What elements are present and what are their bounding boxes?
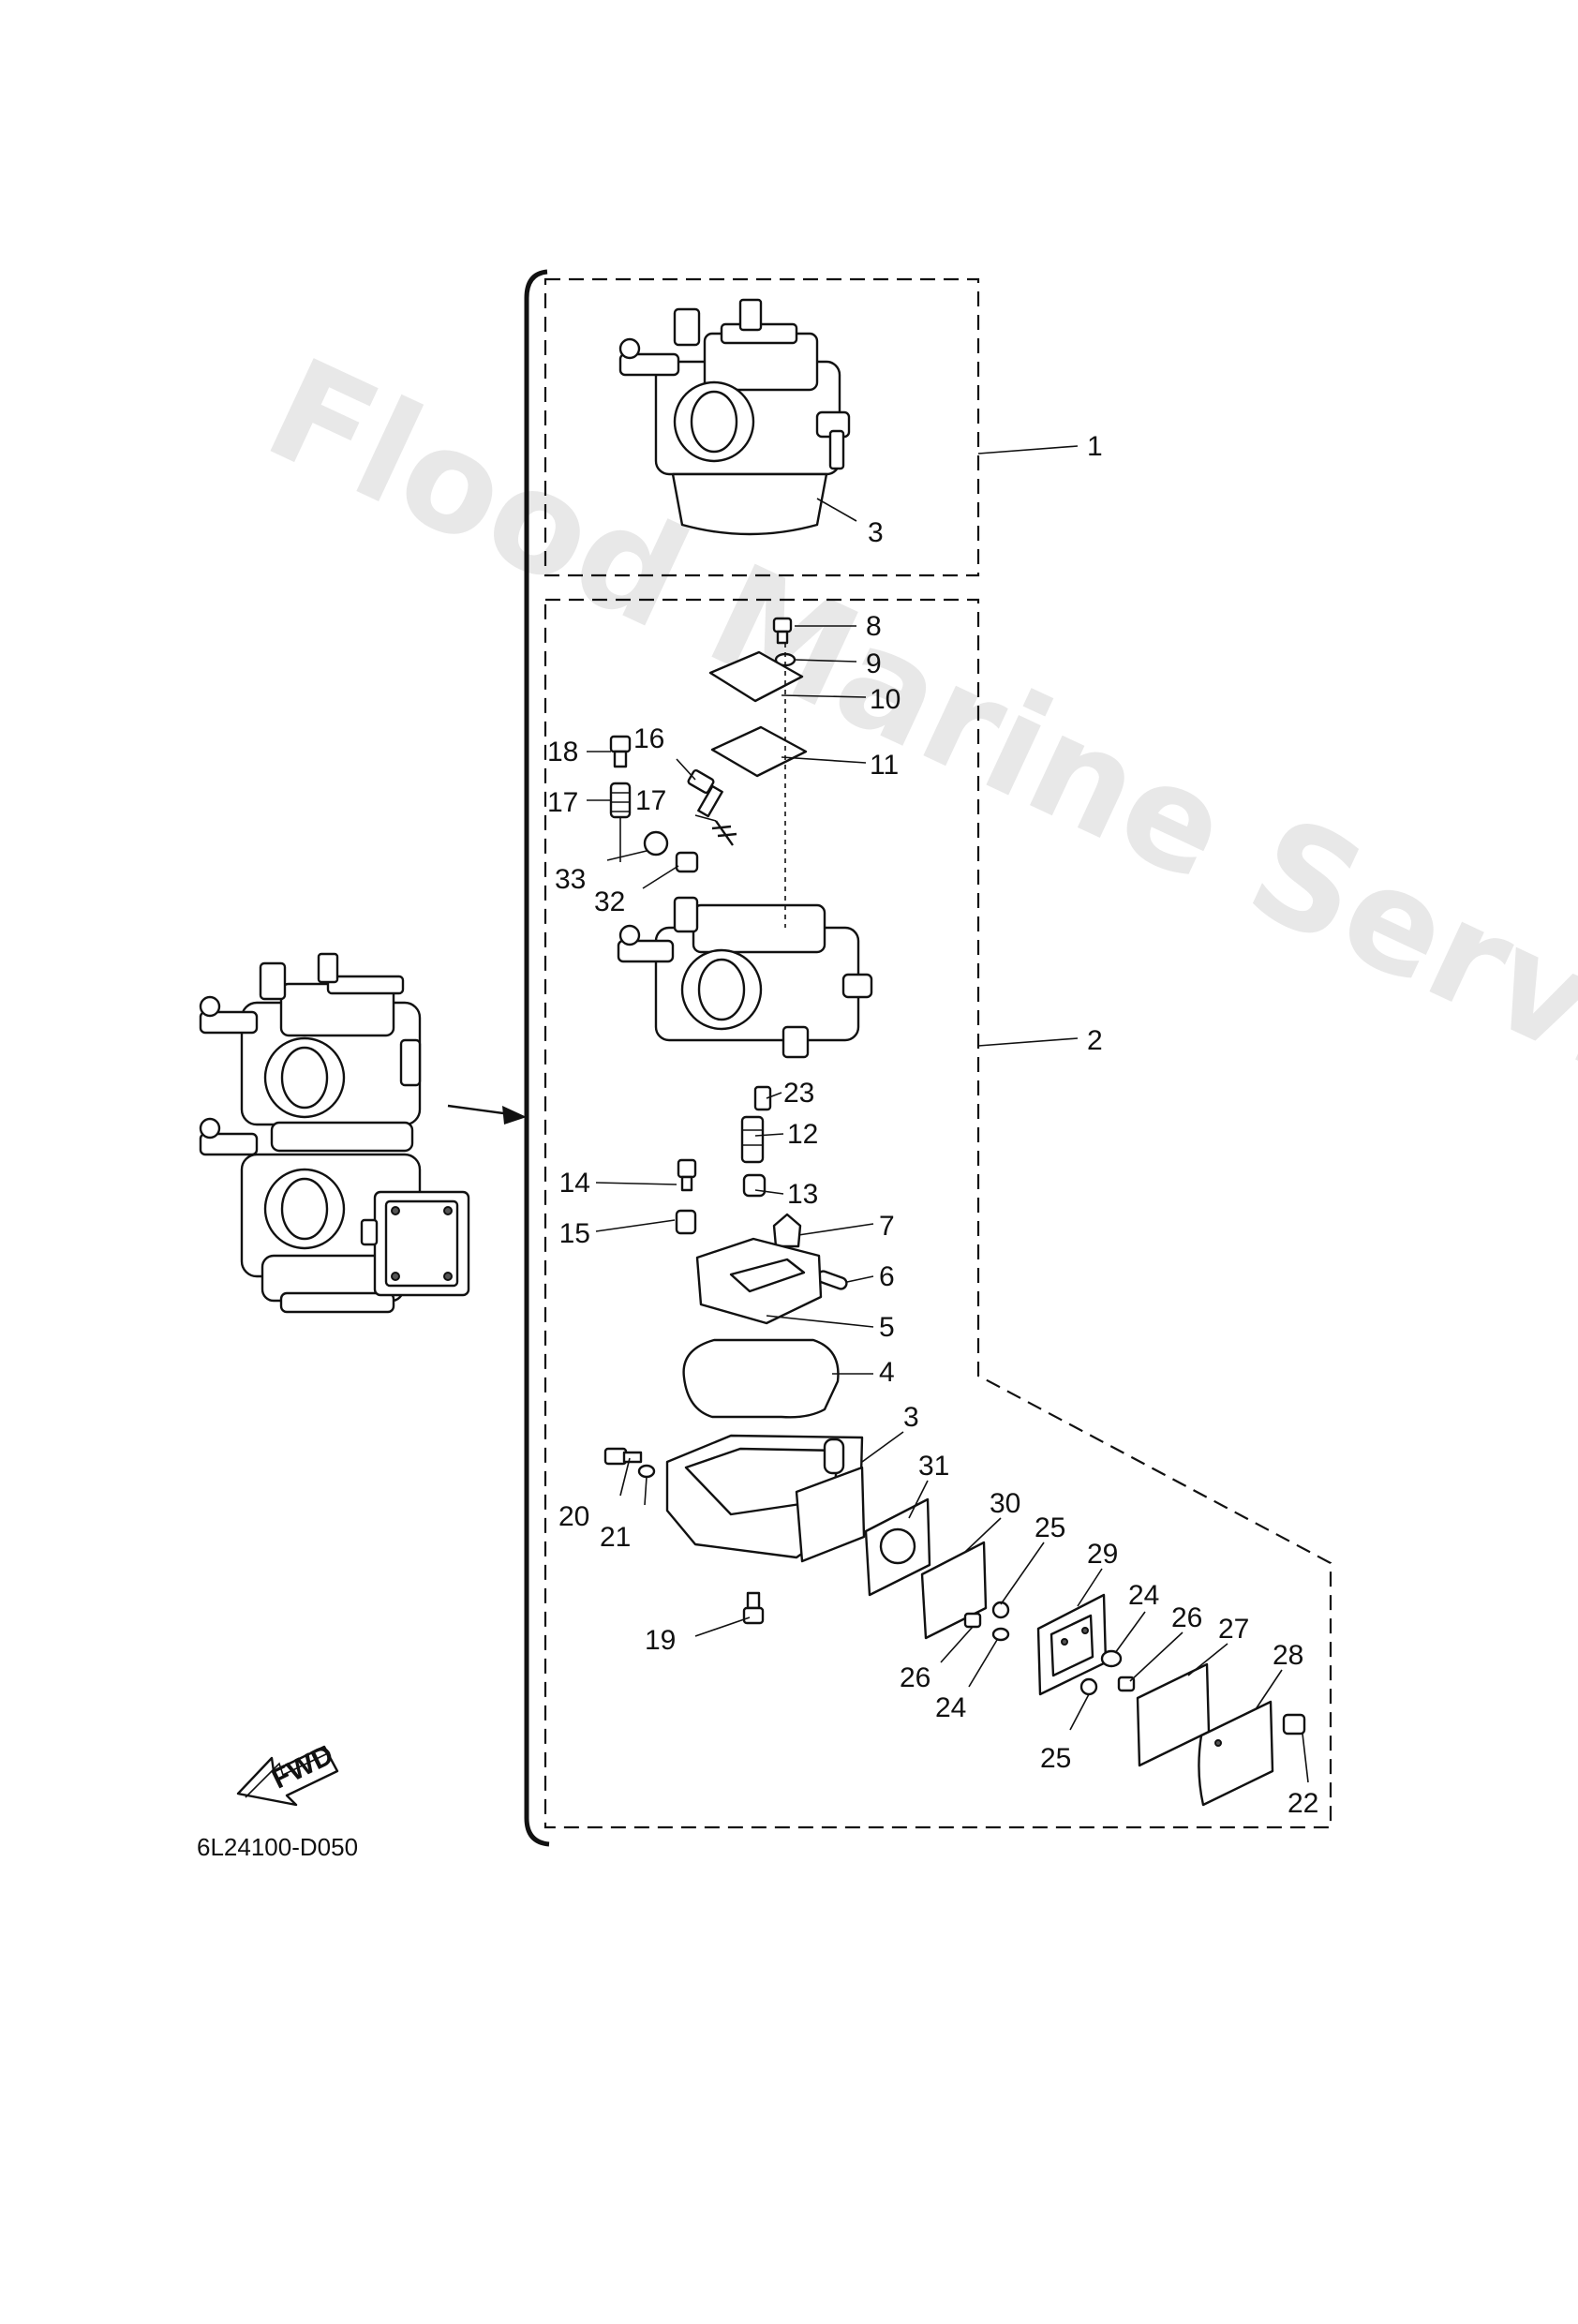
callout-23: 23 bbox=[783, 1078, 814, 1109]
callout-14: 14 bbox=[559, 1168, 590, 1199]
gasket-10 bbox=[708, 650, 804, 703]
assembly-2-dashed-region bbox=[543, 598, 1332, 1829]
jet-14 bbox=[677, 1158, 697, 1192]
callout-1: 1 bbox=[1087, 431, 1103, 462]
callout-21: 21 bbox=[600, 1522, 631, 1553]
callout-7: 7 bbox=[879, 1211, 895, 1242]
assembly-pointer-arrowhead bbox=[502, 1106, 527, 1125]
pump-body-29 bbox=[1036, 1593, 1108, 1696]
callout-26-left: 26 bbox=[900, 1662, 930, 1693]
fwd-arrow-icon: FWD bbox=[236, 1739, 339, 1807]
callout-6: 6 bbox=[879, 1261, 895, 1292]
callout-27: 27 bbox=[1218, 1614, 1249, 1645]
main-carburetor-body bbox=[617, 896, 873, 1059]
fitting-22 bbox=[1282, 1713, 1306, 1736]
plate-11 bbox=[710, 725, 808, 778]
callout-31: 31 bbox=[918, 1451, 949, 1482]
callout-13: 13 bbox=[787, 1179, 818, 1210]
float-bowl-3 bbox=[665, 1434, 866, 1563]
spring-17-right bbox=[711, 820, 737, 846]
screw-8 bbox=[772, 617, 793, 645]
leader-lines bbox=[587, 445, 1309, 1783]
callout-4: 4 bbox=[879, 1357, 895, 1388]
spring-17-left bbox=[609, 782, 632, 819]
callout-16: 16 bbox=[633, 723, 664, 754]
callout-33: 33 bbox=[555, 864, 586, 895]
carburetor-assembly-1 bbox=[618, 298, 851, 536]
valve-24-right bbox=[1100, 1649, 1123, 1668]
callout-10: 10 bbox=[870, 684, 901, 715]
needle-valve-7 bbox=[772, 1213, 802, 1248]
callout-29: 29 bbox=[1087, 1539, 1118, 1570]
cap-33 bbox=[643, 830, 669, 857]
assembly-bracket bbox=[524, 269, 550, 1847]
valve-25-top bbox=[991, 1601, 1010, 1619]
callout-20: 20 bbox=[558, 1501, 589, 1532]
callout-26-right: 26 bbox=[1171, 1602, 1202, 1633]
callout-32: 32 bbox=[594, 886, 625, 917]
plug-15 bbox=[675, 1209, 697, 1235]
callout-17-left: 17 bbox=[547, 787, 578, 818]
twin-carburetor-assembly bbox=[199, 952, 470, 1314]
callout-labels: 1 3 8 9 10 11 18 16 17 17 33 32 2 23 12 … bbox=[547, 431, 1318, 1819]
callout-9: 9 bbox=[866, 648, 882, 679]
callout-2: 2 bbox=[1087, 1025, 1103, 1056]
jet-23 bbox=[753, 1085, 772, 1111]
valve-24-left bbox=[991, 1627, 1010, 1642]
drawing-code: 6L24100-D050 bbox=[197, 1833, 358, 1861]
assembly-1-dashed-box bbox=[543, 277, 980, 577]
screw-20 bbox=[603, 1447, 643, 1466]
callout-12: 12 bbox=[787, 1119, 818, 1150]
screw-18 bbox=[609, 735, 632, 768]
callout-3-top: 3 bbox=[868, 517, 884, 548]
pump-cover-28 bbox=[1198, 1700, 1274, 1807]
screw-19 bbox=[742, 1591, 765, 1625]
jet-13 bbox=[742, 1173, 767, 1198]
callout-30: 30 bbox=[990, 1488, 1020, 1519]
tube-12 bbox=[740, 1115, 765, 1164]
callout-17-right: 17 bbox=[635, 785, 666, 816]
callout-19: 19 bbox=[645, 1625, 676, 1656]
callout-24-left: 24 bbox=[935, 1692, 966, 1723]
callout-25-bottom: 25 bbox=[1040, 1743, 1071, 1774]
valve-25-bottom bbox=[1079, 1677, 1098, 1696]
washer-21 bbox=[637, 1464, 656, 1479]
callout-15: 15 bbox=[559, 1218, 590, 1249]
watermark-text: Flood Marine Services bbox=[245, 328, 1578, 1216]
callout-18: 18 bbox=[547, 737, 578, 767]
callout-8: 8 bbox=[866, 611, 882, 642]
callout-3-mid: 3 bbox=[903, 1402, 919, 1433]
callout-5: 5 bbox=[879, 1312, 895, 1343]
callout-25-top: 25 bbox=[1035, 1512, 1065, 1543]
plunger-32 bbox=[675, 851, 699, 873]
callout-28: 28 bbox=[1273, 1640, 1303, 1671]
callout-22: 22 bbox=[1288, 1788, 1318, 1819]
callout-11: 11 bbox=[870, 750, 899, 781]
screw-26-left bbox=[963, 1612, 982, 1629]
callout-24-right: 24 bbox=[1128, 1580, 1159, 1611]
diaphragm-27 bbox=[1136, 1662, 1211, 1767]
gasket-4 bbox=[682, 1338, 840, 1419]
